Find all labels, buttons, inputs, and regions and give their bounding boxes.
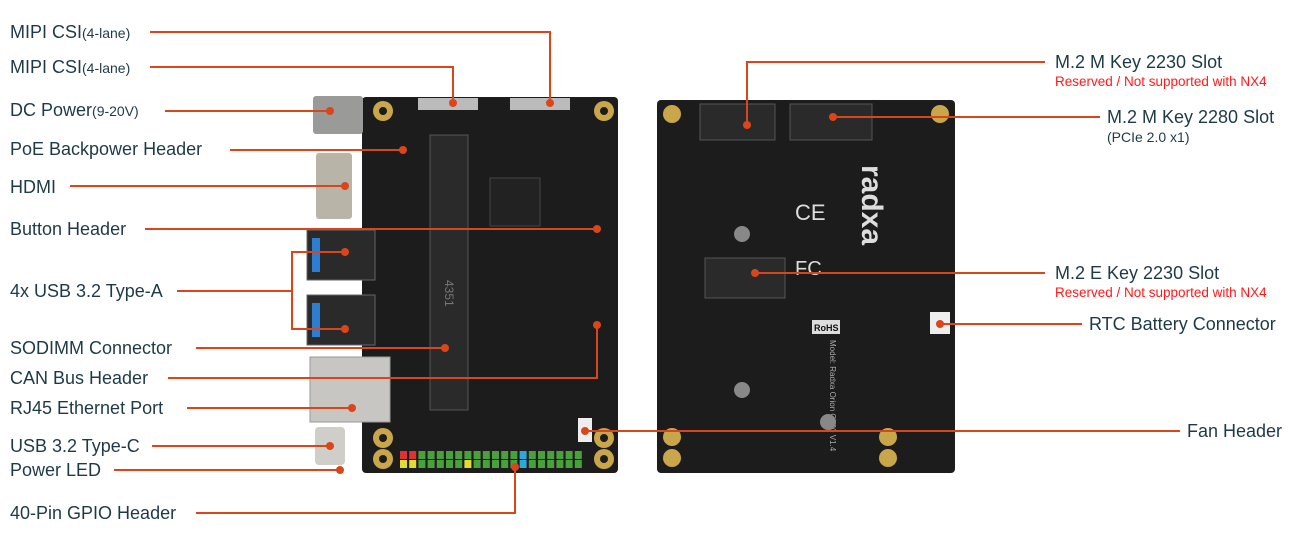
label-power-led: Power LED [10, 460, 102, 480]
gpio-pin [547, 460, 555, 468]
label-button-header: Button Header [10, 219, 127, 239]
label-can-bus: CAN Bus Header [10, 368, 149, 388]
model-mark: Model: Radxa Orion C200 V1.4 [828, 340, 837, 452]
gpio-pin [519, 451, 527, 459]
gpio-pin [492, 451, 499, 459]
gpio-pin [528, 460, 536, 468]
gpio-pin [473, 451, 481, 459]
label-fan: Fan Header [1187, 421, 1283, 441]
gpio-pin [538, 460, 545, 468]
rohs-mark: RoHS [814, 323, 839, 333]
label-sub: (4-lane) [82, 25, 131, 41]
label-main: DC Power [10, 100, 93, 120]
gpio-pin [482, 451, 490, 459]
label-usb-a: 4x USB 3.2 Type-A [10, 281, 163, 301]
rj45-port [309, 356, 391, 423]
gpio-pin [547, 451, 555, 459]
gpio-pin [436, 460, 444, 468]
label-mipi-csi-1: MIPI CSI(4-lane) [10, 22, 130, 43]
gpio-pin [519, 460, 527, 468]
leader-lines [70, 31, 1180, 514]
label-sodimm: SODIMM Connector [10, 338, 173, 358]
gpio-pin [510, 451, 518, 459]
gpio-pin [455, 460, 463, 468]
gpio-pins [400, 451, 582, 468]
gpio-pin [400, 460, 407, 468]
label-e-key: M.2 E Key 2230 Slot [1055, 263, 1220, 283]
ce-mark: CE [795, 200, 826, 225]
back-board: radxa CE FC RoHS Model: Radxa Orion C200… [657, 100, 955, 473]
label-poe-header: PoE Backpower Header [10, 139, 203, 159]
label-rj45: RJ45 Ethernet Port [10, 398, 164, 418]
gpio-pin [538, 451, 545, 459]
gpio-pin [436, 451, 444, 459]
sodimm-code: 4351 [442, 280, 456, 307]
gpio-pin [464, 451, 472, 459]
gpio-pin [455, 451, 463, 459]
label-sub: (4-lane) [82, 60, 131, 76]
gpio-pin [565, 451, 573, 459]
gpio-pin [409, 460, 417, 468]
gpio-pin [418, 451, 426, 459]
label-dc-power: DC Power(9-20V) [10, 100, 139, 121]
label-m2-2280: M.2 M Key 2280 Slot [1107, 107, 1275, 127]
gpio-pin [492, 460, 499, 468]
gpio-pin [556, 451, 564, 459]
label-m2-2230: M.2 M Key 2230 Slot [1055, 52, 1223, 72]
gpio-pin [574, 451, 582, 459]
gpio-pin [446, 451, 453, 459]
label-main: MIPI CSI [10, 22, 83, 42]
fcc-mark: FC [795, 258, 822, 280]
gpio-pin [464, 460, 472, 468]
note-m2-2230: Reserved / Not supported with NX4 [1055, 74, 1267, 89]
gpio-pin [418, 460, 426, 468]
gpio-pin [446, 460, 453, 468]
gpio-pin [528, 451, 536, 459]
gpio-pin [501, 460, 509, 468]
gpio-pin [556, 460, 564, 468]
gpio-pin [400, 451, 407, 459]
sub-m2-2280: (PCIe 2.0 x1) [1107, 129, 1190, 145]
label-usb-c: USB 3.2 Type-C [10, 436, 140, 456]
gpio-pin [501, 451, 509, 459]
label-rtc: RTC Battery Connector [1089, 314, 1276, 334]
label-sub: (9-20V) [92, 103, 139, 119]
dc-jack [313, 96, 363, 134]
gpio-pin [565, 460, 573, 468]
label-mipi-csi-2: MIPI CSI(4-lane) [10, 57, 130, 78]
label-gpio: 40-Pin GPIO Header [10, 503, 177, 523]
label-hdmi: HDMI [10, 177, 56, 197]
gpio-pin [427, 460, 435, 468]
gpio-pin [482, 460, 490, 468]
note-e-key: Reserved / Not supported with NX4 [1055, 285, 1267, 300]
gpio-pin [427, 451, 435, 459]
sodimm-slot [429, 134, 469, 411]
leader-dots [326, 99, 944, 474]
label-main: MIPI CSI [10, 57, 83, 77]
brand-mark: radxa [855, 165, 888, 245]
gpio-pin [574, 460, 582, 468]
gpio-pin [409, 451, 417, 459]
front-board: 4351 [306, 96, 618, 473]
gpio-pin [473, 460, 481, 468]
